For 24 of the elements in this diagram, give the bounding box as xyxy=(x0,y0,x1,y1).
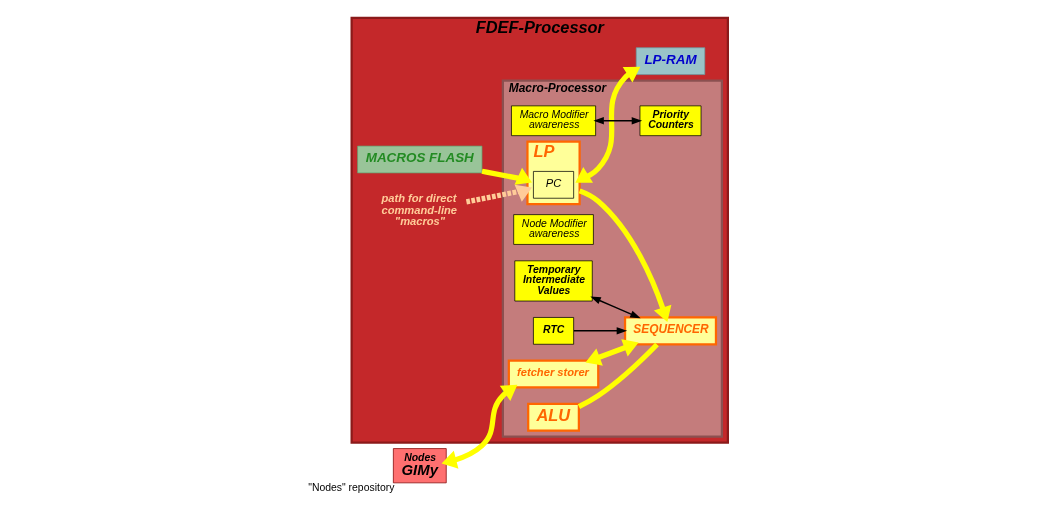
node-label: "Nodes" repository xyxy=(308,481,395,493)
arrow xyxy=(585,338,639,366)
node-box: fetcher storer xyxy=(507,359,600,389)
node-box: MACROS FLASH xyxy=(357,145,483,173)
arrow xyxy=(465,184,533,204)
node-box: Nodes GIMy xyxy=(392,447,447,483)
node-box: ALU xyxy=(527,402,580,432)
connector xyxy=(577,342,659,409)
node-box: Node Modifier awareness xyxy=(513,213,594,245)
arrow xyxy=(441,384,518,469)
node-box: Priority Counters xyxy=(639,104,702,136)
node-box: Temporary Intermediate Values xyxy=(514,259,593,301)
node-box: LP-RAM xyxy=(635,46,706,75)
arrow xyxy=(590,296,641,318)
arrow xyxy=(573,326,628,334)
node-box: Macro Modifier awareness xyxy=(511,104,596,136)
arrow xyxy=(578,187,672,322)
arrow xyxy=(575,66,641,183)
node-box: SEQUENCER xyxy=(623,315,718,345)
node-text: path for direct command-line "macros" xyxy=(381,191,458,227)
node-box: PC xyxy=(533,170,575,199)
arrow xyxy=(481,167,532,185)
node-box: RTC xyxy=(533,316,575,345)
arrow xyxy=(593,116,643,124)
